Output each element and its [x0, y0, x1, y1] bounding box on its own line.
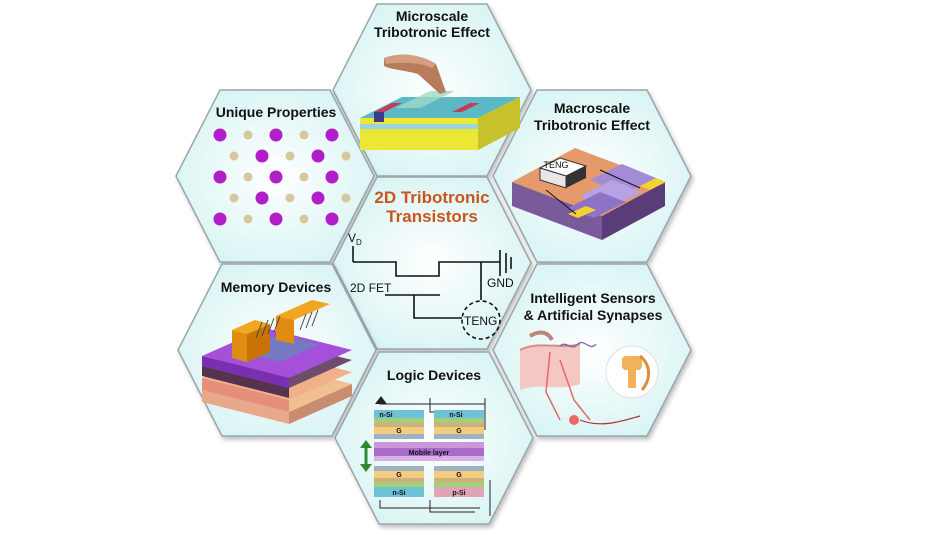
sensors-title-line2: & Artificial Synapses	[524, 307, 663, 323]
macroscale-teng-block-label: TENG	[543, 160, 568, 170]
lattice-atom-metal	[255, 149, 269, 163]
center-fet-label: 2D FET	[350, 281, 392, 295]
lattice-atom-metal	[269, 212, 283, 226]
lattice-atom-metal	[213, 128, 227, 142]
lattice-atom-chalcogen	[285, 193, 295, 203]
lattice-atom-metal	[213, 212, 227, 226]
lattice-atom-metal	[311, 149, 325, 163]
center-vd-label: VD	[348, 231, 362, 247]
logic-illustration	[360, 396, 491, 516]
lattice-atom-chalcogen	[299, 130, 309, 140]
logic-g-top-right: G	[456, 428, 462, 435]
lattice-atom-metal	[213, 170, 227, 184]
logic-n-si-top-left: n-Si	[379, 412, 392, 419]
microscale-title-line1: Microscale	[396, 8, 469, 24]
logic-n-si-bottom: n-Si	[392, 490, 405, 497]
logic-g-bottom-right: G	[456, 472, 462, 479]
macroscale-title-line1: Macroscale	[554, 100, 630, 116]
lattice-atom-metal	[255, 191, 269, 205]
lattice-atom-metal	[325, 170, 339, 184]
lattice-atom-metal	[325, 128, 339, 142]
logic-mobile-layer: Mobile layer	[409, 450, 450, 457]
center-title-line1: 2D Tribotronic	[374, 188, 489, 207]
lattice-atom-chalcogen	[299, 172, 309, 182]
circuit-schematic	[352, 246, 512, 340]
logic-p-si-bottom: p-Si	[452, 490, 465, 497]
lattice-atom-chalcogen	[285, 151, 295, 161]
logic-g-bottom-left: G	[396, 472, 402, 479]
macroscale-illustration	[512, 148, 666, 240]
lattice-atom-chalcogen	[243, 130, 253, 140]
macroscale-title-line2: Tribotronic Effect	[534, 117, 650, 133]
sensors-illustration	[519, 330, 659, 425]
lattice-atom-chalcogen	[243, 172, 253, 182]
unique-properties-title: Unique Properties	[216, 104, 337, 120]
center-title-line2: Transistors	[386, 207, 478, 226]
memory-illustration	[202, 300, 352, 424]
memory-devices-title: Memory Devices	[221, 279, 332, 295]
lattice-atom-metal	[311, 191, 325, 205]
lattice-atom-chalcogen	[341, 151, 351, 161]
hex-center	[332, 176, 532, 350]
lattice-atom-metal	[269, 128, 283, 142]
lattice-atom-chalcogen	[229, 193, 239, 203]
microscale-illustration	[360, 54, 520, 150]
microscale-title-line2: Tribotronic Effect	[374, 24, 490, 40]
logic-g-top-left: G	[396, 428, 402, 435]
center-gnd-label: GND	[487, 276, 514, 290]
lattice-atom-chalcogen	[243, 214, 253, 224]
logic-devices-title: Logic Devices	[387, 367, 481, 383]
lattice-atom-metal	[269, 170, 283, 184]
lattice-atom-chalcogen	[341, 193, 351, 203]
hexagonal-lattice	[213, 128, 351, 226]
logic-n-si-top-right: n-Si	[449, 412, 462, 419]
lattice-atom-metal	[325, 212, 339, 226]
center-teng-label: TENG	[464, 314, 497, 328]
sensors-title-line1: Intelligent Sensors	[530, 290, 655, 306]
lattice-atom-chalcogen	[229, 151, 239, 161]
lattice-atom-chalcogen	[299, 214, 309, 224]
